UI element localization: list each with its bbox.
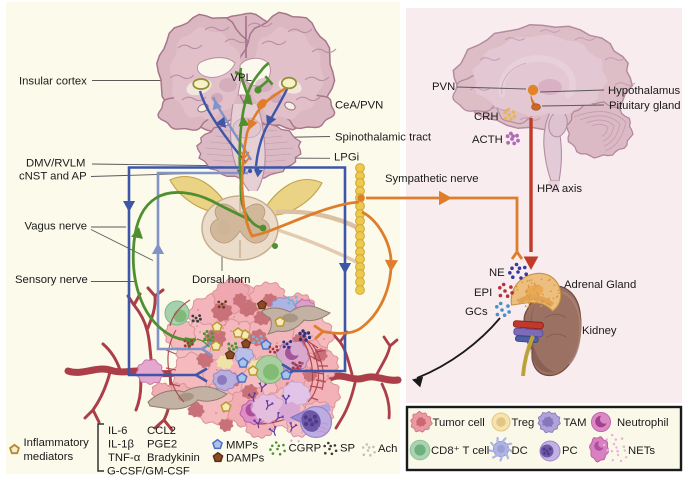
svg-text:DMV/RVLM: DMV/RVLM [26,157,85,169]
svg-text:Dorsal horn: Dorsal horn [192,274,250,286]
svg-text:Hypothalamus: Hypothalamus [608,85,681,97]
svg-text:GCs: GCs [465,306,488,318]
svg-text:Ach: Ach [378,443,397,455]
svg-text:cNST and AP: cNST and AP [19,171,87,183]
svg-text:NETs: NETs [628,445,655,457]
svg-text:PC: PC [562,445,578,457]
svg-text:PGE2: PGE2 [147,439,177,451]
svg-text:IL-6: IL-6 [108,425,127,437]
svg-text:G-CSF/GM-CSF: G-CSF/GM-CSF [107,466,190,477]
svg-text:Insular cortex: Insular cortex [19,76,87,88]
svg-text:mediators: mediators [24,451,74,463]
svg-text:Vagus nerve: Vagus nerve [25,221,88,233]
svg-text:Tumor cell: Tumor cell [433,417,485,429]
svg-text:TAM: TAM [564,417,587,429]
svg-text:Neutrophil: Neutrophil [617,417,669,429]
svg-text:NE: NE [489,267,505,279]
svg-text:CCL2: CCL2 [147,425,176,437]
svg-text:Spinothalamic tract: Spinothalamic tract [335,132,432,144]
svg-text:IL-1β: IL-1β [108,439,134,451]
svg-text:Bradykinin: Bradykinin [147,452,200,464]
svg-text:VPL: VPL [231,72,252,84]
svg-text:MMPs: MMPs [226,440,258,452]
svg-text:LPGi: LPGi [334,152,359,164]
svg-text:Adrenal Gland: Adrenal Gland [564,279,636,291]
svg-text:HPA axis: HPA axis [537,183,582,195]
svg-text:Kidney: Kidney [582,325,617,337]
svg-text:DAMPs: DAMPs [226,453,265,465]
svg-text:CD8⁺ T cell: CD8⁺ T cell [431,445,489,457]
svg-text:CGRP: CGRP [289,443,322,455]
svg-text:SP: SP [340,443,355,455]
svg-text:PVN: PVN [432,81,455,93]
svg-text:CRH: CRH [474,111,498,123]
svg-text:CeA/PVN: CeA/PVN [335,100,383,112]
svg-text:ACTH: ACTH [472,134,503,146]
svg-text:Inflammatory: Inflammatory [24,437,90,449]
svg-text:TNF-α: TNF-α [108,452,141,464]
svg-text:DC: DC [512,445,528,457]
svg-text:Sympathetic nerve: Sympathetic nerve [385,173,479,185]
svg-text:EPI: EPI [474,287,492,299]
svg-text:Sensory nerve: Sensory nerve [15,274,88,286]
svg-text:Treg: Treg [512,417,535,429]
svg-text:Pituitary gland: Pituitary gland [609,100,681,112]
